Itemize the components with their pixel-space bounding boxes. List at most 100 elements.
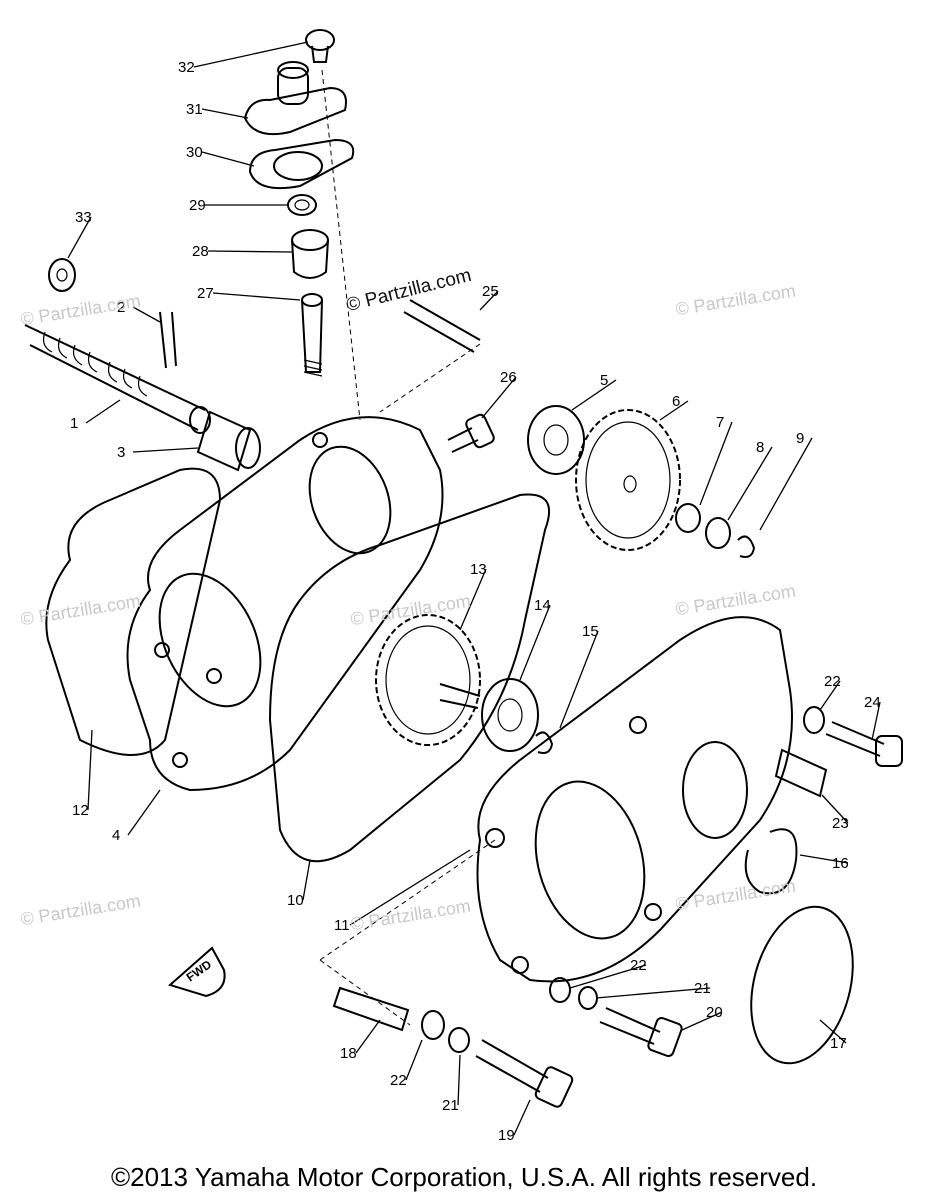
leader-line [201, 108, 249, 119]
callout-8: 8 [756, 439, 764, 456]
bolt-part [447, 413, 495, 453]
callout-17: 17 [830, 1035, 847, 1052]
cover-part [476, 616, 793, 983]
bearing-bushing-part [196, 410, 261, 472]
leader-line [681, 1011, 723, 1031]
leader-line [302, 859, 311, 901]
callout-22: 22 [630, 957, 647, 974]
callout-4: 4 [112, 827, 120, 844]
leader-line [201, 151, 255, 167]
gasket-part [248, 138, 355, 190]
callout-31: 31 [186, 101, 203, 118]
fwd-label: FWD [184, 957, 215, 984]
leader-line [819, 680, 841, 711]
fwd-direction-arrow: FWD [167, 946, 226, 998]
leader-line [212, 292, 301, 301]
leader-lines [67, 41, 881, 1136]
callout-11: 11 [334, 917, 350, 934]
callout-16: 16 [832, 855, 849, 872]
exploded-view: FWD 123456789101112131415161718192021222… [24, 29, 903, 1144]
callout-20: 20 [706, 1004, 723, 1021]
washer-part [675, 503, 701, 533]
callout-22: 22 [824, 673, 841, 690]
bushing-part [291, 229, 329, 279]
bolt-part [825, 721, 903, 767]
callout-15: 15 [582, 623, 599, 640]
leader-line [193, 41, 309, 68]
callout-13: 13 [470, 561, 487, 578]
callout-9: 9 [796, 430, 804, 447]
washer-part [48, 258, 76, 292]
leader-line [405, 1039, 423, 1081]
leader-line [207, 250, 293, 253]
shaft-part [301, 293, 323, 377]
dowel-pin-part [332, 986, 410, 1032]
ball-bearing-part [481, 678, 539, 752]
washer-part [803, 706, 825, 734]
leader-line [595, 987, 711, 999]
leader-line [659, 400, 689, 421]
leader-line [457, 1054, 461, 1106]
callout-14: 14 [534, 597, 551, 614]
leader-line [479, 290, 499, 311]
leader-line [699, 421, 733, 506]
bolt-part [599, 1007, 683, 1058]
leader-line [519, 604, 551, 681]
circlip-part [744, 828, 798, 895]
callout-10: 10 [287, 892, 304, 909]
leader-line [459, 568, 487, 631]
callout-19: 19 [498, 1127, 515, 1144]
leader-line [799, 854, 849, 864]
callout-18: 18 [340, 1045, 357, 1062]
callout-6: 6 [672, 393, 680, 410]
callout-29: 29 [189, 197, 206, 214]
oil-seal-part [287, 194, 317, 216]
screw-part [305, 29, 335, 63]
leader-line [127, 789, 161, 836]
callout-22: 22 [390, 1072, 407, 1089]
housing-case-part [126, 416, 444, 792]
callout-32: 32 [178, 59, 195, 76]
callout-labels: 1234567891011121314151617181920212223242… [70, 59, 881, 1144]
fitting-part [243, 61, 347, 136]
leader-line [67, 216, 92, 259]
callout-21: 21 [442, 1097, 459, 1114]
callout-33: 33 [75, 209, 92, 226]
callout-24: 24 [864, 694, 881, 711]
leader-line [85, 399, 121, 424]
washer-part [421, 1010, 445, 1040]
gasket-part [45, 467, 222, 756]
washer-part [448, 1027, 470, 1053]
callout-2: 2 [117, 299, 125, 316]
washer-part [578, 986, 598, 1010]
gasket-part [268, 493, 550, 863]
worm-shaft-part [24, 324, 211, 434]
bolt-part [475, 1039, 574, 1108]
o-ring-part [750, 905, 854, 1065]
gear-part [575, 409, 681, 551]
leader-line [571, 379, 617, 411]
callout-28: 28 [192, 243, 209, 260]
ball-bearing-part [527, 405, 585, 475]
washer-part [549, 977, 571, 1003]
callout-26: 26 [500, 369, 517, 386]
callout-21: 21 [694, 980, 711, 997]
gear-part [375, 614, 481, 746]
circlip-part [737, 535, 756, 558]
callout-12: 12 [72, 802, 89, 819]
washer-part [705, 517, 731, 549]
plug-part [774, 748, 828, 798]
leader-line [759, 437, 813, 531]
leader-line [727, 446, 773, 521]
leader-line [821, 794, 849, 824]
leader-line [481, 376, 517, 419]
callout-23: 23 [832, 815, 849, 832]
leader-line [871, 701, 881, 741]
leader-line [569, 964, 647, 989]
callout-7: 7 [716, 414, 724, 431]
copyright-notice: ©2013 Yamaha Motor Corporation, U.S.A. A… [110, 1162, 818, 1192]
leader-line [355, 1019, 381, 1054]
leader-line [87, 729, 93, 811]
callout-27: 27 [197, 285, 214, 302]
